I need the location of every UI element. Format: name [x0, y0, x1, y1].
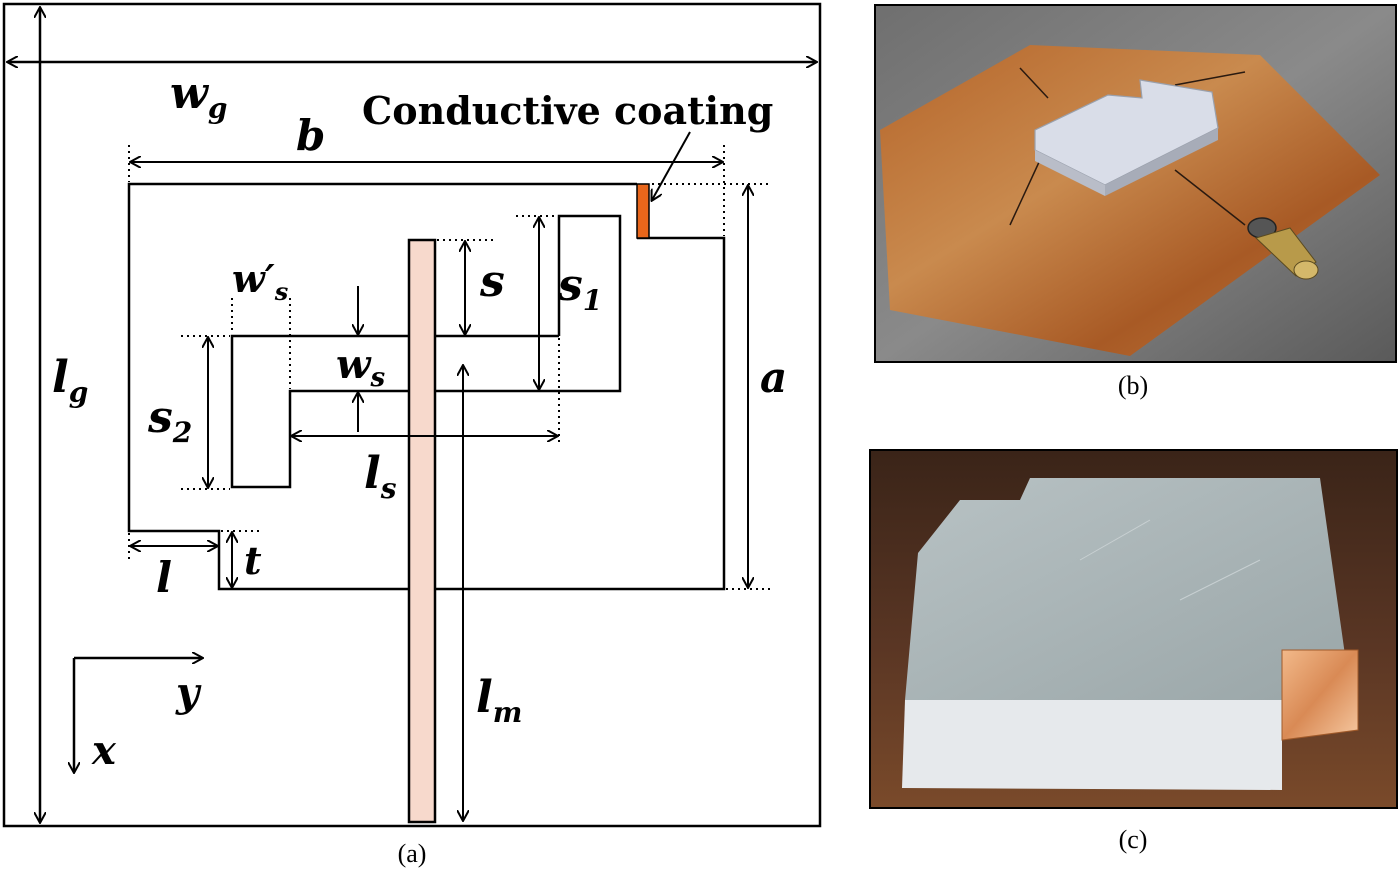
plane-mark-2 — [1009, 159, 1041, 226]
panel-a-schematic: wg lg b a s s1 s2 w′s ws ls l t lm y x C… — [2, 2, 822, 868]
block-front-face — [902, 700, 1282, 790]
copper-ground-plane — [880, 45, 1380, 356]
dielectric-block-side — [1035, 150, 1105, 196]
panel-c-photo: (c) — [869, 449, 1398, 854]
dielectric-block — [1034, 79, 1219, 186]
copper-foil-edge — [1281, 649, 1359, 741]
conductive-coating-patch — [636, 183, 650, 239]
label-lg: lg — [52, 352, 88, 409]
ground-plane-outline — [2, 2, 822, 828]
block-top-face — [905, 478, 1345, 700]
label-s2: s2 — [147, 392, 192, 449]
plane-mark-4 — [1174, 71, 1246, 86]
dielectric-block-front — [1105, 128, 1218, 196]
stub-outline — [230, 214, 622, 489]
label-l: l — [156, 553, 172, 602]
surface-scratch-1 — [1079, 519, 1151, 561]
slot-outline — [127, 182, 726, 591]
feed-line — [407, 238, 437, 824]
caption-a: (a) — [398, 839, 427, 868]
plane-mark-1 — [1019, 67, 1049, 99]
coating-callout-arrow — [652, 131, 691, 200]
caption-c: (c) — [1119, 825, 1148, 854]
label-s: s — [479, 256, 505, 307]
sma-connector — [1247, 217, 1319, 280]
label-t: t — [244, 538, 262, 583]
label-a: a — [760, 353, 787, 402]
conductive-coating-label: Conductive coating — [362, 88, 773, 133]
label-b: b — [296, 111, 325, 160]
plane-mark-3 — [1174, 169, 1246, 226]
label-s1: s1 — [557, 260, 602, 317]
label-wsp: w′s — [232, 256, 289, 306]
label-ws: ws — [336, 341, 385, 393]
label-ls: ls — [364, 448, 397, 505]
label-wg: wg — [170, 68, 227, 125]
label-y-axis: y — [175, 669, 202, 716]
label-x-axis: x — [91, 727, 117, 774]
label-lm: lm — [476, 672, 522, 729]
caption-b: (b) — [1118, 371, 1148, 400]
surface-scratch-2 — [1179, 559, 1261, 601]
panel-b-photo: (b) — [874, 4, 1397, 400]
